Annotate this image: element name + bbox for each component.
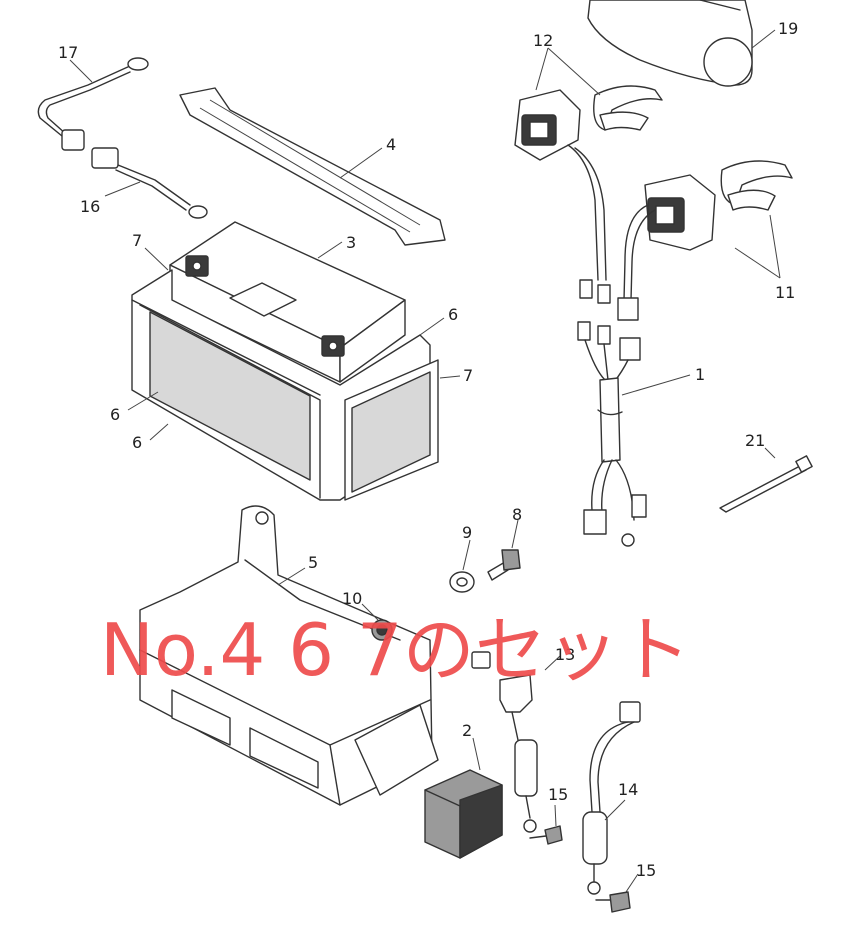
part-7-case xyxy=(131,269,439,501)
callout-8: 8 xyxy=(512,505,522,524)
callout-11: 11 xyxy=(775,283,795,302)
part-21-cable-tie xyxy=(719,455,813,513)
callout-6-right: 6 xyxy=(448,305,458,324)
part-19-grip xyxy=(587,0,776,87)
part-8-bolt xyxy=(487,549,521,581)
part-16-cable xyxy=(91,147,208,219)
part-2-relay xyxy=(424,769,503,859)
callout-9: 9 xyxy=(462,523,472,542)
part-17-cable xyxy=(37,57,149,151)
callout-15-a: 15 xyxy=(548,785,568,804)
part-11-switch xyxy=(623,160,793,301)
callout-3: 3 xyxy=(346,233,356,252)
callout-6-bottom: 6 xyxy=(132,433,142,452)
part-15-screw-a xyxy=(529,825,563,845)
part-4-strap xyxy=(179,87,446,246)
callout-17: 17 xyxy=(58,43,78,62)
part-3-battery xyxy=(169,221,406,383)
callout-16: 16 xyxy=(80,197,100,216)
callout-7-top: 7 xyxy=(132,231,142,250)
part-14-lead xyxy=(582,701,641,895)
part-10-grommet xyxy=(371,619,393,641)
part-13-lead xyxy=(471,651,538,833)
part-5-tray xyxy=(139,505,439,806)
part-9-washer xyxy=(449,571,475,593)
callout-5: 5 xyxy=(308,553,318,572)
callout-6-left: 6 xyxy=(110,405,120,424)
callout-7-right: 7 xyxy=(463,366,473,385)
part-15-screw-b xyxy=(595,891,631,913)
callout-1: 1 xyxy=(695,365,705,384)
callout-2: 2 xyxy=(462,721,472,740)
callout-4: 4 xyxy=(386,135,396,154)
callout-14: 14 xyxy=(618,780,638,799)
callout-21: 21 xyxy=(745,431,765,450)
callout-19: 19 xyxy=(778,19,798,38)
part-1-harness xyxy=(577,279,647,547)
callout-10: 10 xyxy=(342,589,362,608)
part-12-switch xyxy=(514,85,663,281)
callout-12: 12 xyxy=(533,31,553,50)
callout-15-b: 15 xyxy=(636,861,656,880)
callout-13: 13 xyxy=(555,645,575,664)
